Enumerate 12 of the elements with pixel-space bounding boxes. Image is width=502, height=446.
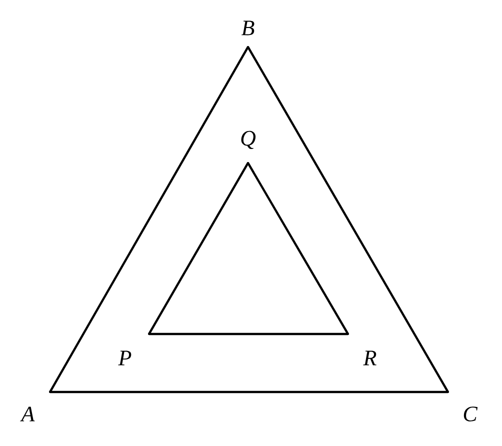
vertex-label: B	[242, 20, 254, 36]
triangle-side	[148, 332, 349, 336]
vertex-label: Q	[241, 130, 256, 150]
vertex-label: R	[363, 350, 376, 366]
vertex-label: P	[118, 350, 132, 366]
vertex-label: C	[464, 406, 478, 422]
triangle-side	[49, 46, 249, 393]
triangle-side	[148, 162, 249, 335]
triangle-side	[49, 390, 449, 394]
triangle-side	[247, 162, 349, 335]
triangle-side	[247, 46, 449, 393]
vertex-label: A	[20, 406, 35, 422]
